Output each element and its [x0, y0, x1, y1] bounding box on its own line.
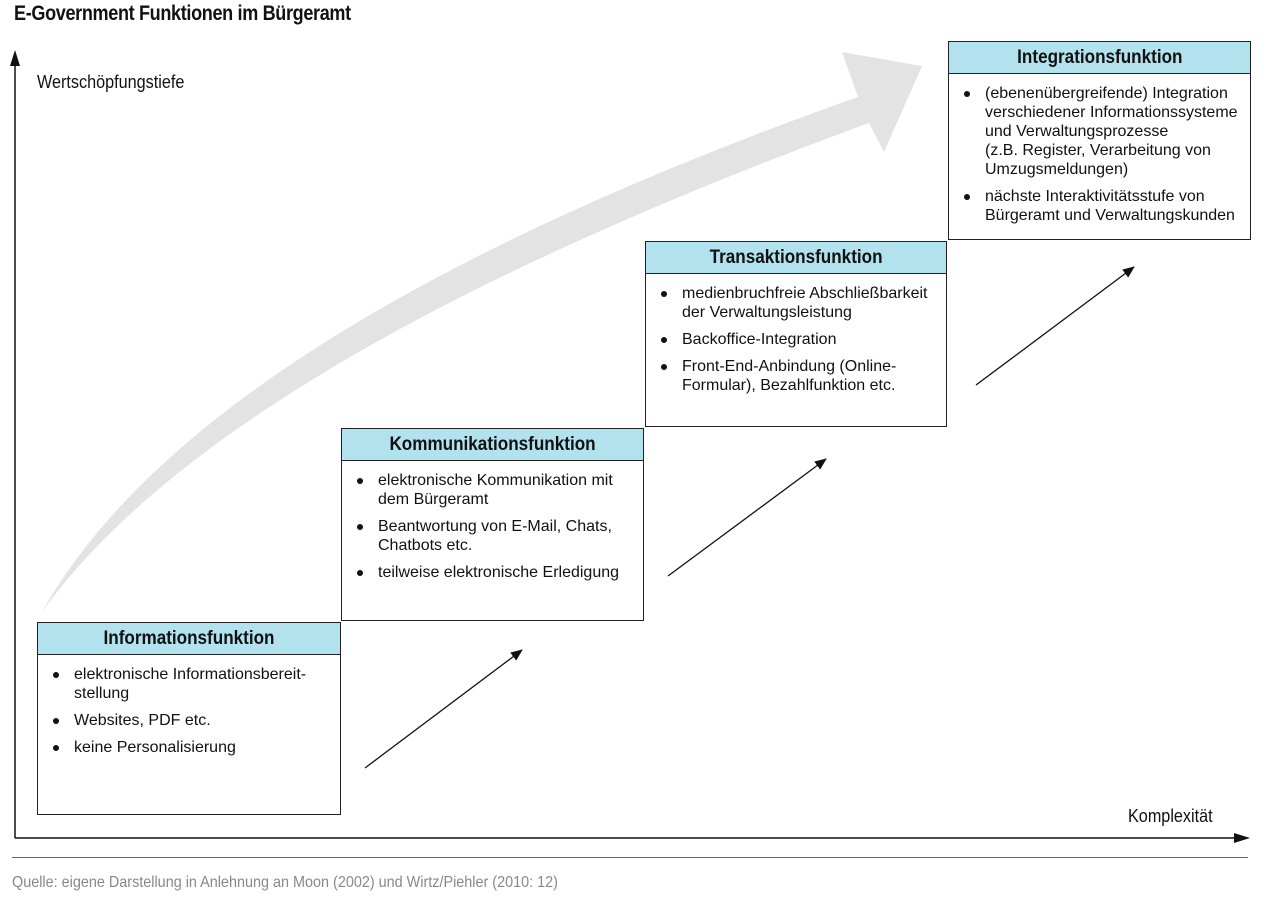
list-item: Front-End-Anbindung (Online- Formular), … [661, 357, 938, 395]
box-informationsfunktion: Informationsfunktion elektronische Infor… [37, 622, 341, 815]
step-arrow-3 [975, 266, 1135, 386]
box-item-list: (ebenenübergreifende) Integration versch… [949, 74, 1250, 225]
list-item: elektronische Informationsbereit- stellu… [53, 665, 332, 703]
x-axis-arrowhead [1234, 833, 1250, 843]
box-heading: Informationsfunktion [38, 623, 340, 655]
box-item-list: elektronische Informationsbereit- stellu… [38, 655, 340, 757]
page-title: E-Government Funktionen im Bürgeramt [14, 2, 351, 25]
list-item: (ebenenübergreifende) Integration versch… [964, 84, 1242, 179]
footer-divider [12, 857, 1248, 858]
box-transaktionsfunktion: Transaktionsfunktion medienbruchfreie Ab… [645, 241, 947, 427]
box-kommunikationsfunktion: Kommunikationsfunktion elektronische Kom… [341, 428, 644, 621]
y-axis-arrowhead [10, 50, 20, 66]
list-item: Beantwortung von E-Mail, Chats, Chatbots… [357, 517, 635, 555]
box-integrationsfunktion: Integrationsfunktion (ebenenübergreifend… [948, 41, 1251, 240]
y-axis-label: Wertschöpfungstiefe [37, 72, 185, 92]
big-growth-arrow [42, 52, 922, 612]
list-item: medienbruchfreie Abschließbarkeit der Ve… [661, 284, 938, 322]
box-heading: Transaktionsfunktion [646, 242, 946, 274]
list-item: Websites, PDF etc. [53, 711, 332, 730]
list-item: nächste Interaktivitätsstufe von Bürgera… [964, 187, 1242, 225]
step-arrow-1 [364, 649, 523, 769]
box-item-list: medienbruchfreie Abschließbarkeit der Ve… [646, 274, 946, 395]
box-heading: Kommunikationsfunktion [342, 429, 643, 461]
list-item: keine Personalisierung [53, 738, 332, 757]
x-axis-label: Komplexität [1128, 806, 1213, 826]
box-item-list: elektronische Kommunikation mit dem Bürg… [342, 461, 643, 582]
source-note: Quelle: eigene Darstellung in Anlehnung … [12, 874, 558, 891]
list-item: elektronische Kommunikation mit dem Bürg… [357, 471, 635, 509]
list-item: Backoffice-Integration [661, 330, 938, 349]
step-arrow-2 [667, 458, 827, 577]
box-heading: Integrationsfunktion [949, 42, 1250, 74]
list-item: teilweise elektronische Erledigung [357, 563, 635, 582]
